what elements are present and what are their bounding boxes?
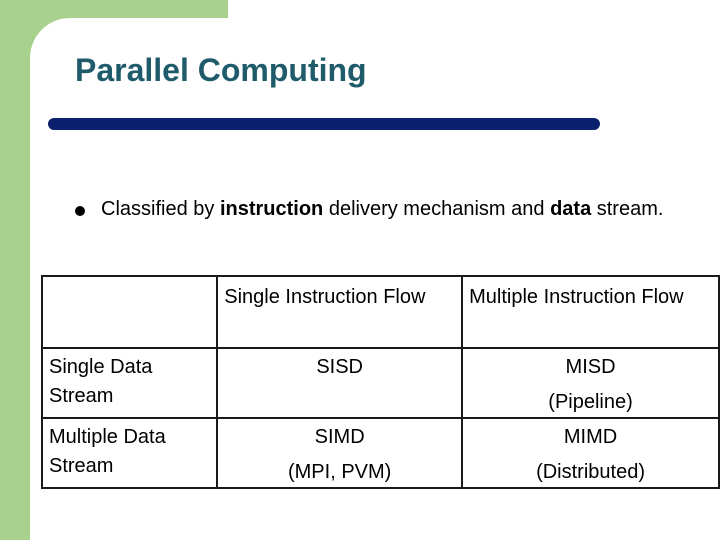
bullet-part: Classified by (101, 198, 220, 220)
bullet-dot-icon (75, 206, 85, 216)
cell-misd: MISD (Pipeline) (461, 347, 720, 419)
bullet-part: delivery mechanism and (323, 198, 551, 220)
cell-main: SISD (316, 356, 363, 378)
cell-main: MISD (565, 356, 616, 378)
cell-sub: (Pipeline) (548, 391, 633, 413)
cell-simd: SIMD (MPI, PVM) (216, 417, 464, 489)
bullet-part-bold: data (550, 198, 592, 220)
title-underline-bar (48, 118, 600, 130)
table-row: Single Data Stream SISD MISD (Pipeline) (40, 347, 720, 419)
slide-title: Parallel Computing (75, 52, 367, 88)
col-header-multiple-instruction: Multiple Instruction Flow (461, 275, 720, 349)
bullet-text: Classified by instruction delivery mecha… (101, 194, 701, 224)
cell-mimd: MIMD (Distributed) (461, 417, 720, 489)
row-header-single-data: Single Data Stream (40, 347, 219, 419)
bullet-part: stream. (591, 198, 664, 220)
cell-main: MIMD (563, 426, 618, 448)
bullet-part-bold: instruction (219, 198, 324, 220)
table-row: Multiple Data Stream SIMD (MPI, PVM) MIM… (40, 417, 720, 489)
row-header-multiple-data: Multiple Data Stream (40, 417, 219, 489)
cell-sub: (MPI, PVM) (287, 461, 392, 483)
table-corner-cell (40, 275, 219, 349)
cell-sub: (Distributed) (536, 461, 645, 483)
cell-sisd: SISD (216, 347, 464, 419)
col-header-single-instruction: Single Instruction Flow (216, 275, 464, 349)
cell-main: SIMD (314, 426, 365, 448)
classification-table: Single Instruction Flow Multiple Instruc… (40, 275, 720, 489)
table-header-row: Single Instruction Flow Multiple Instruc… (40, 275, 720, 349)
